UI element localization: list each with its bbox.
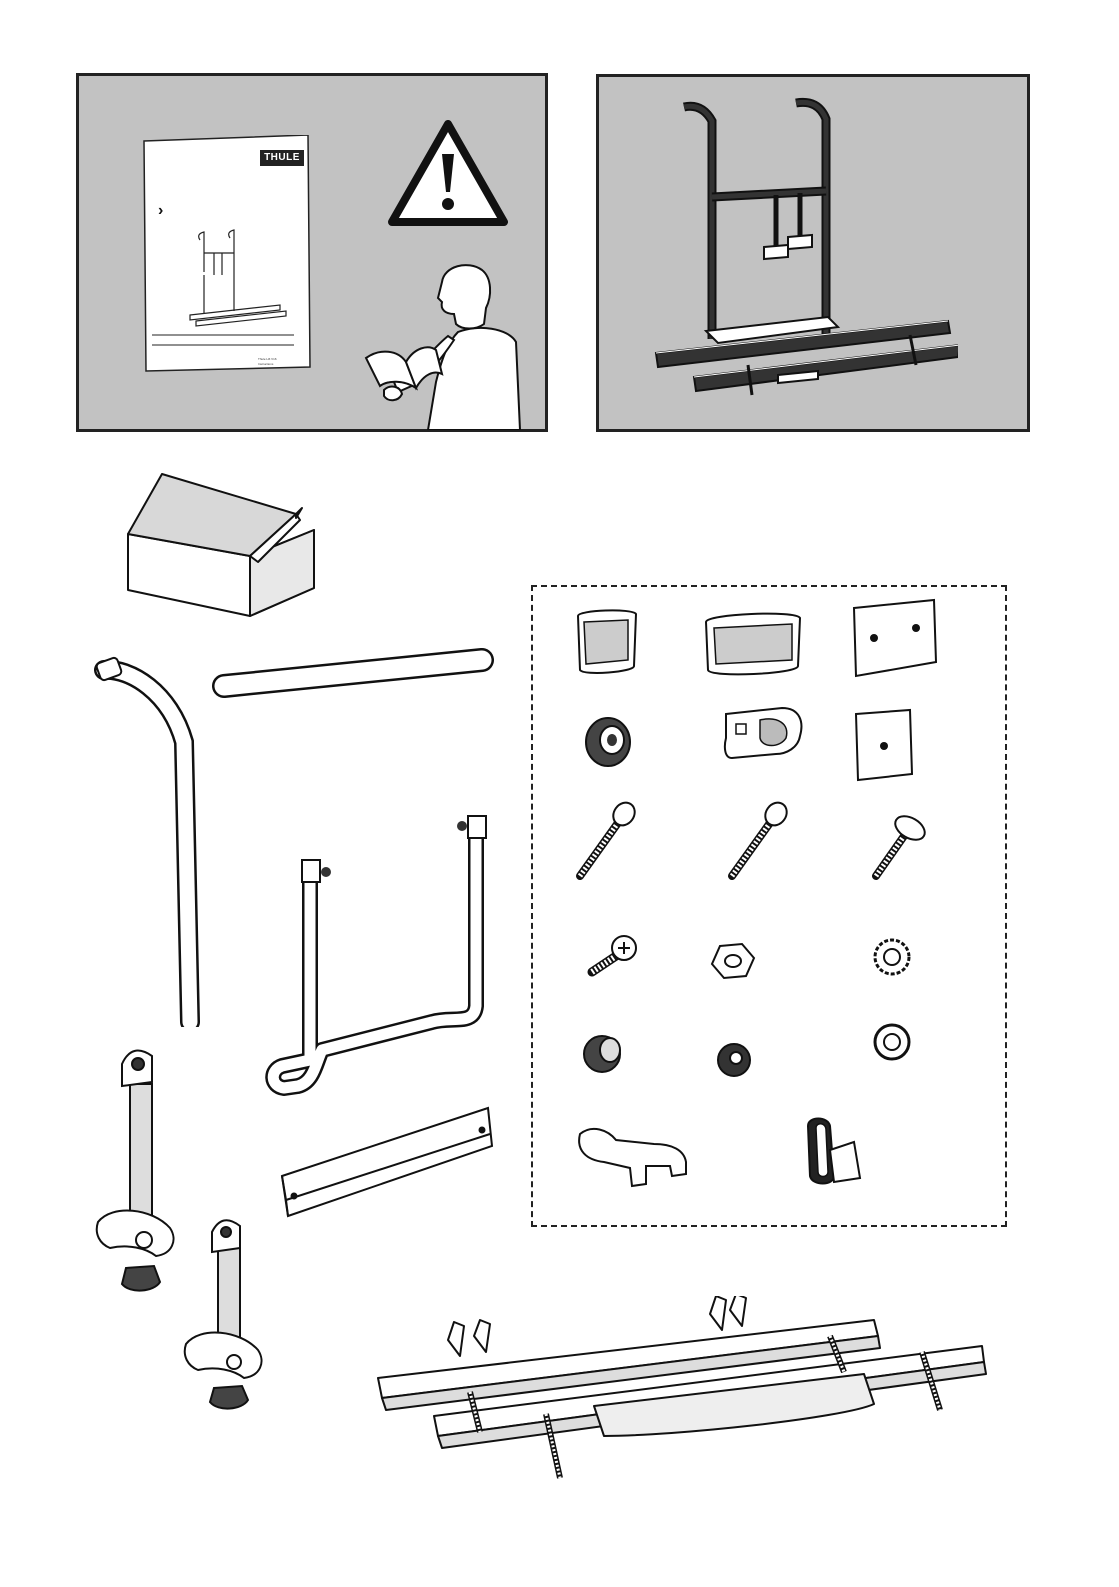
lock-washer-part [870, 934, 914, 980]
bent-tube-part [90, 652, 210, 1027]
mounting-plate-large-part [850, 598, 940, 680]
end-cap-small-part [572, 606, 642, 678]
packaging-box-illustration [124, 470, 318, 620]
bike-holder-arm-small [180, 1214, 272, 1414]
thule-logo: THULE [260, 150, 304, 166]
flat-washer-part [870, 1018, 916, 1064]
u-frame-part [262, 810, 494, 1096]
wrench-clip-part [574, 1122, 692, 1192]
hex-nut-part [710, 942, 756, 982]
knurled-knob-part [580, 714, 636, 770]
instruction-manual-illustration [142, 135, 312, 373]
manual-chevron-icon: › [158, 203, 163, 219]
allen-bolt-long-part [568, 800, 638, 884]
rubber-plug-part [580, 1030, 630, 1076]
angle-profile-part [278, 1104, 498, 1222]
carriage-bolt-part [864, 808, 934, 884]
manual-footer-line-1: Thule Lift V16 [258, 357, 277, 361]
bike-holder-arm-large [92, 1044, 184, 1294]
allen-bolt-medium-part [722, 800, 792, 884]
person-reading-icon [358, 262, 523, 430]
warning-triangle-icon [388, 120, 508, 226]
manual-footer-line-2: Instructions [258, 362, 273, 366]
assembled-bike-carrier-icon [648, 95, 958, 400]
wheel-rail-assembly-part [374, 1296, 990, 1482]
mounting-plate-small-part [852, 708, 914, 784]
phillips-screw-part [584, 930, 640, 980]
strap-roll-part [798, 1112, 864, 1188]
end-cap-large-part [700, 610, 806, 680]
clamp-bracket-part [720, 702, 806, 762]
rubber-washer-part [712, 1036, 758, 1082]
straight-tube-part [212, 648, 494, 702]
